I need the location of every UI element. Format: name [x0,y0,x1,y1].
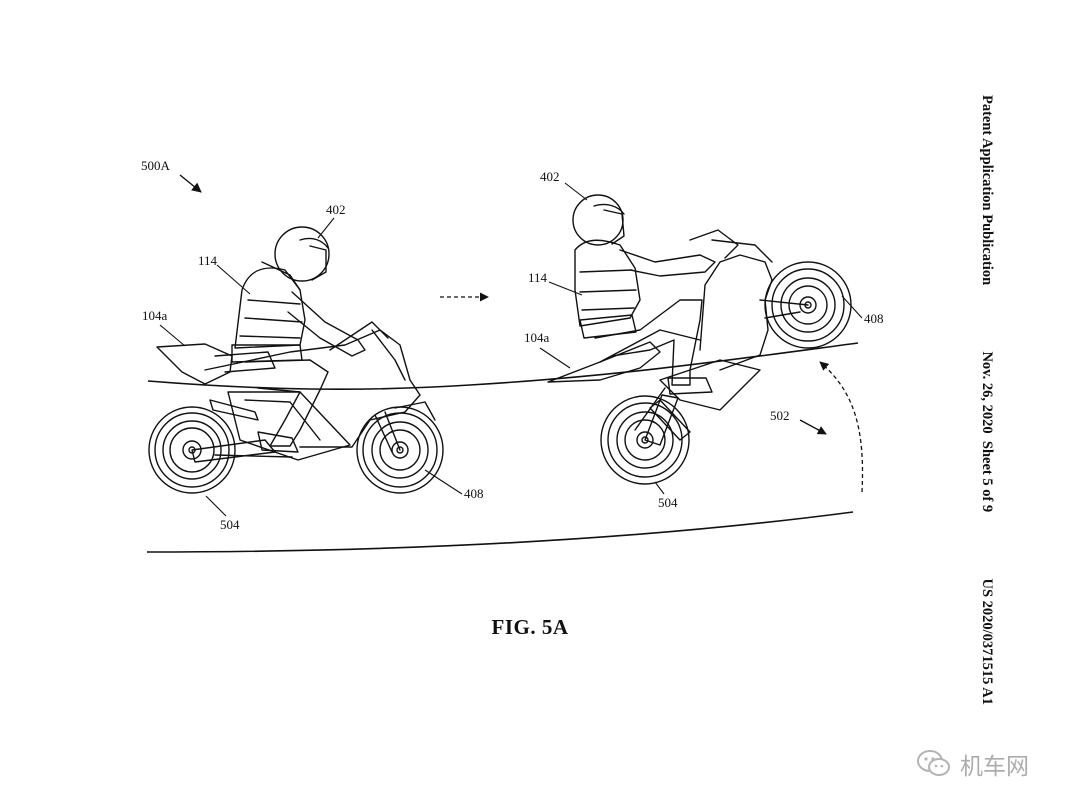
publication-number: US 2020/0371515 A1 [979,578,996,705]
figure-caption: FIG. 5A [491,615,569,639]
left-label-408: 408 [464,486,484,501]
left-label-104a: 104a [142,308,168,323]
left-motorcycle [148,321,444,494]
date-sheet: Nov. 26, 2020 Sheet 5 of 9 [979,351,996,513]
right-rider-helmet [572,194,624,246]
wechat-icon [917,750,950,776]
right-label-408: 408 [864,311,884,326]
left-rear-wheel [148,406,236,494]
right-label-104a: 104a [524,330,550,345]
curved-lift-arrow [819,361,864,493]
left-label-114: 114 [198,253,218,268]
left-label-402: 402 [326,202,346,217]
patent-header: Patent Application Publication Nov. 26, … [976,95,998,705]
publication-title: Patent Application Publication [979,95,996,286]
left-rider [231,226,366,453]
right-labels: 402 114 104a 408 504 [524,169,884,510]
right-label-402: 402 [540,169,560,184]
right-label-114: 114 [528,270,548,285]
right-rear-wheel [600,395,690,485]
road-near-edge [146,511,854,553]
left-label-504: 504 [220,517,240,532]
right-label-504: 504 [658,495,678,510]
watermark: 机车网 [916,744,1029,784]
right-rider [572,194,716,395]
road [146,342,859,553]
ref-500A-label: 500A [141,158,171,173]
ref-502-arrow [799,419,827,435]
right-motorcycle [547,229,852,485]
left-front-wheel [356,406,444,494]
road-far-edge [147,342,859,391]
ref-502-label: 502 [770,408,790,423]
left-labels: 402 114 104a 408 504 [142,202,484,532]
left-rider-helmet [274,226,330,282]
ref-500A-arrow [179,174,202,193]
watermark-text: 机车网 [960,754,1029,780]
